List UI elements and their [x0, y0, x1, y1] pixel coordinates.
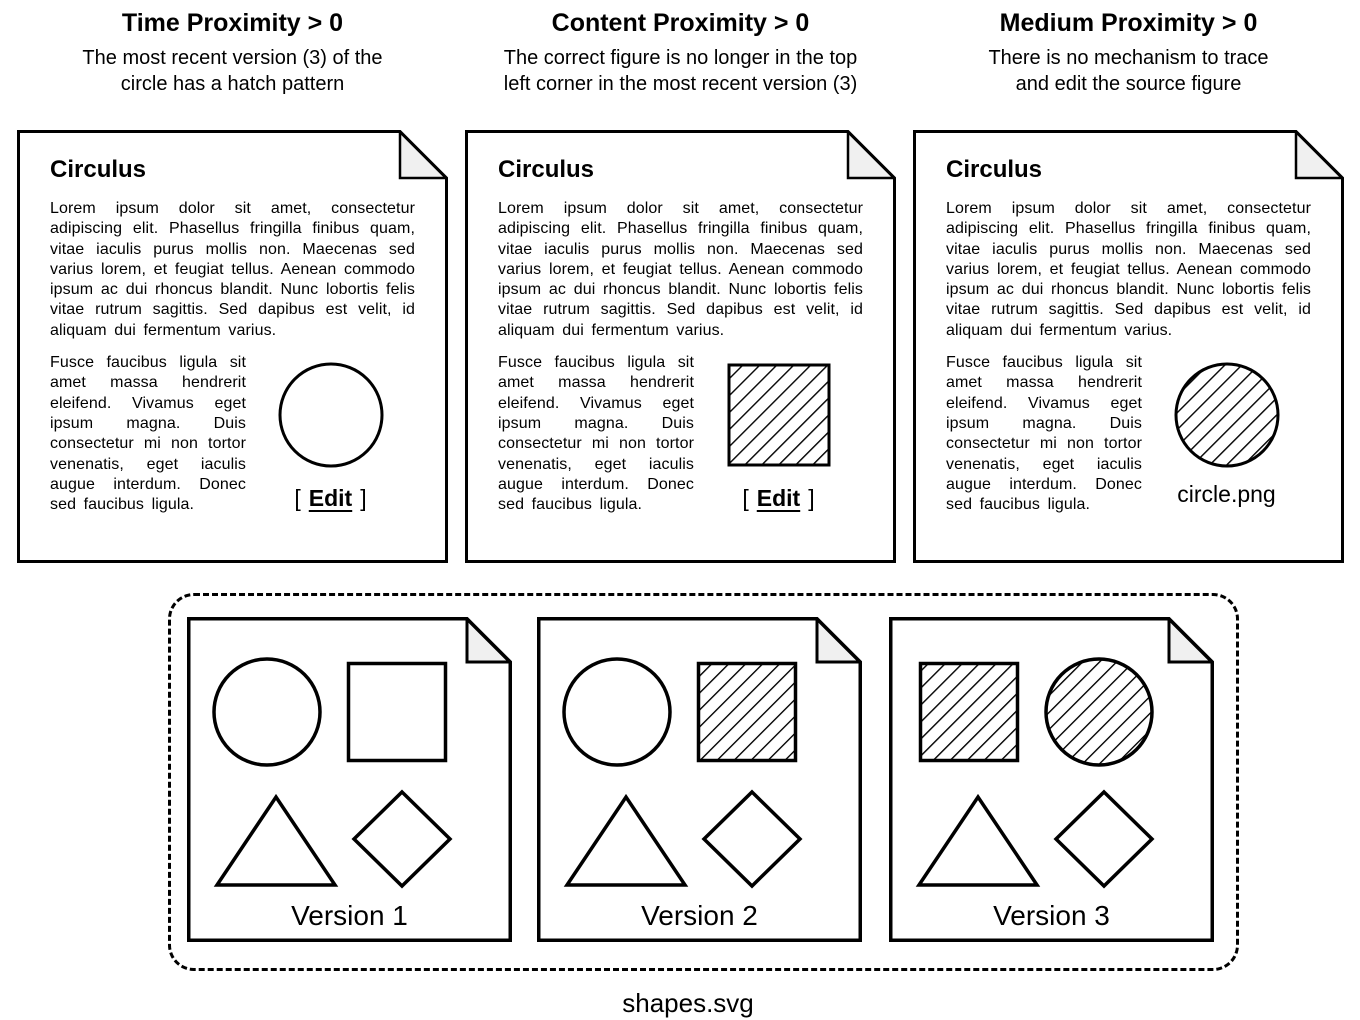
versions-panel: Version 1 Version 2 Version 3 [168, 593, 1239, 971]
circle-shape [278, 362, 383, 468]
document-title: Circulus [498, 156, 595, 183]
folded-corner [465, 617, 512, 664]
hatched-square-shape [727, 363, 830, 467]
edit-link[interactable]: [ Edit] [742, 485, 814, 511]
diamond-shape [351, 789, 453, 889]
hatched-square-figure [727, 363, 830, 467]
edit-link-label: Edit [756, 485, 801, 512]
version-label: Version 3 [993, 900, 1110, 931]
circle-shape [562, 657, 672, 767]
version-card-3: Version 3 [889, 617, 1214, 942]
folded-corner [1294, 130, 1344, 180]
column-subtitle: The correct figure is no longer in the t… [503, 47, 858, 95]
document-card: Circulus Lorem ipsum dolor sit amet, con… [17, 130, 448, 563]
version-label: Version 1 [291, 900, 408, 931]
edit-link[interactable]: [ Edit] [294, 485, 366, 511]
document-paragraph: Lorem ipsum dolor sit amet, consectetur … [498, 200, 863, 339]
hatched-circle-shape [1174, 362, 1279, 468]
document-paragraph: Lorem ipsum dolor sit amet, consectetur … [946, 200, 1311, 339]
figure-filename: circle.png [1177, 481, 1276, 508]
version-shapes [915, 657, 1155, 889]
circle-shape [212, 657, 322, 767]
folded-corner [398, 130, 448, 180]
diamond-shape [1053, 789, 1155, 889]
file-label: shapes.svg [622, 988, 754, 1018]
document-card: Circulus Lorem ipsum dolor sit amet, con… [465, 130, 896, 563]
triangle-shape [563, 793, 689, 887]
folded-corner [846, 130, 896, 180]
document-card: Circulus Lorem ipsum dolor sit amet, con… [913, 130, 1344, 563]
circle-figure [278, 362, 383, 468]
bracket-close: ] [808, 485, 815, 512]
hatched-circle-shape [1044, 657, 1154, 767]
version-card-1: Version 1 [187, 617, 512, 942]
column-medium-proximity: Medium Proximity > 0 There is no mechani… [913, 8, 1344, 563]
version-shapes [212, 657, 453, 889]
figure-box: circle.png [1142, 353, 1311, 515]
document-paragraph: Fusce faucibus ligula sit amet massa hen… [50, 354, 246, 514]
version-label: Version 2 [641, 900, 758, 931]
column-heading: Medium Proximity > 0 [999, 9, 1258, 37]
triangle-shape [915, 793, 1041, 887]
column-content-proximity: Content Proximity > 0 The correct figure… [465, 8, 896, 563]
document-paragraph: Lorem ipsum dolor sit amet, consectetur … [50, 200, 415, 339]
triangle-shape [213, 793, 339, 887]
edit-link-label: Edit [308, 485, 353, 512]
version-card-2: Version 2 [537, 617, 862, 942]
column-heading: Time Proximity > 0 [121, 9, 344, 37]
square-shape [346, 661, 448, 763]
column-subtitle: The most recent version (3) of the circl… [82, 47, 383, 95]
bracket-close: ] [360, 485, 367, 512]
document-paragraph: Fusce faucibus ligula sit amet massa hen… [498, 354, 694, 514]
hatched-square-shape [918, 661, 1020, 763]
column-time-proximity: Time Proximity > 0 The most recent versi… [17, 8, 448, 563]
document-title: Circulus [946, 156, 1043, 183]
column-heading: Content Proximity > 0 [551, 9, 810, 37]
version-shapes [562, 657, 803, 889]
document-paragraph: Fusce faucibus ligula sit amet massa hen… [946, 354, 1142, 514]
hatched-square-shape [696, 661, 798, 763]
bracket-open: [ [294, 485, 301, 512]
figure-box: [ Edit] [246, 353, 415, 515]
hatched-circle-figure [1174, 362, 1279, 468]
folded-corner [815, 617, 862, 664]
column-subtitle: There is no mechanism to trace and edit … [988, 47, 1269, 95]
document-title: Circulus [50, 156, 147, 183]
figure-box: [ Edit] [694, 353, 863, 515]
folded-corner [1167, 617, 1214, 664]
bracket-open: [ [742, 485, 749, 512]
diamond-shape [701, 789, 803, 889]
